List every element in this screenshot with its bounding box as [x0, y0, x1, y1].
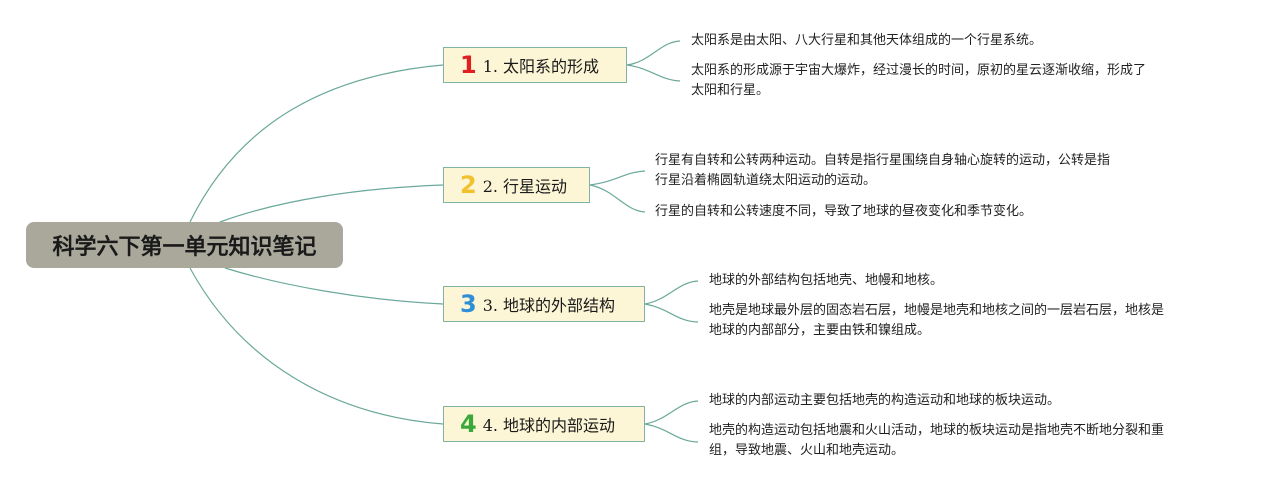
note-1-2[interactable]: 太阳系的形成源于宇宙大爆炸，经过漫长的时间，原初的星云逐渐收缩，形成了 太阳和行… — [691, 63, 1147, 98]
branch-node-3[interactable]: 3 3. 地球的外部结构 — [443, 286, 645, 322]
link-b1-note-2 — [626, 64, 681, 82]
link-b1-note-1 — [626, 40, 681, 66]
note-2-1[interactable]: 行星有自转和公转两种运动。自转是指行星围绕自身轴心旋转的运动，公转是指 行星沿着… — [655, 153, 1111, 188]
branch-label-1: 1. 太阳系的形成 — [482, 57, 600, 76]
link-root-branch-1 — [189, 64, 444, 223]
link-root-branch-3 — [224, 267, 444, 305]
branch-number-1: 1 — [460, 51, 477, 79]
link-b3-note-1 — [644, 280, 699, 305]
note-3-1[interactable]: 地球的外部结构包括地壳、地幔和地核。 — [709, 273, 944, 288]
branch-label-4: 4. 地球的内部运动 — [482, 416, 616, 435]
link-b4-note-2 — [644, 423, 699, 443]
branch-node-1[interactable]: 1 1. 太阳系的形成 — [443, 47, 627, 83]
branch-node-2[interactable]: 2 2. 行星运动 — [443, 167, 590, 203]
branch-label-3: 3. 地球的外部结构 — [482, 296, 616, 315]
root-node[interactable]: 科学六下第一单元知识笔记 — [26, 222, 343, 268]
note-3-2[interactable]: 地壳是地球最外层的固态岩石层，地幔是地壳和地核之间的一层岩石层，地核是 地球的内… — [709, 303, 1165, 338]
branch-number-2: 2 — [460, 171, 477, 199]
note-4-1[interactable]: 地球的内部运动主要包括地壳的构造运动和地球的板块运动。 — [709, 393, 1061, 408]
branch-node-4[interactable]: 4 4. 地球的内部运动 — [443, 406, 645, 442]
note-2-2[interactable]: 行星的自转和公转速度不同，导致了地球的昼夜变化和季节变化。 — [655, 204, 1033, 219]
link-b2-note-1 — [589, 170, 646, 186]
root-title: 科学六下第一单元知识笔记 — [52, 235, 317, 260]
link-root-branch-4 — [189, 267, 444, 425]
link-b4-note-1 — [644, 400, 699, 425]
note-4-2[interactable]: 地壳的构造运动包括地震和火山活动，地球的板块运动是指地壳不断地分裂和重 组，导致… — [709, 423, 1165, 458]
link-root-branch-2 — [219, 184, 444, 223]
link-b3-note-2 — [644, 303, 699, 323]
branch-label-2: 2. 行星运动 — [482, 177, 568, 196]
branch-number-3: 3 — [460, 290, 477, 318]
note-1-1[interactable]: 太阳系是由太阳、八大行星和其他天体组成的一个行星系统。 — [691, 33, 1043, 48]
link-b2-note-2 — [589, 184, 646, 213]
branch-number-4: 4 — [460, 410, 477, 438]
